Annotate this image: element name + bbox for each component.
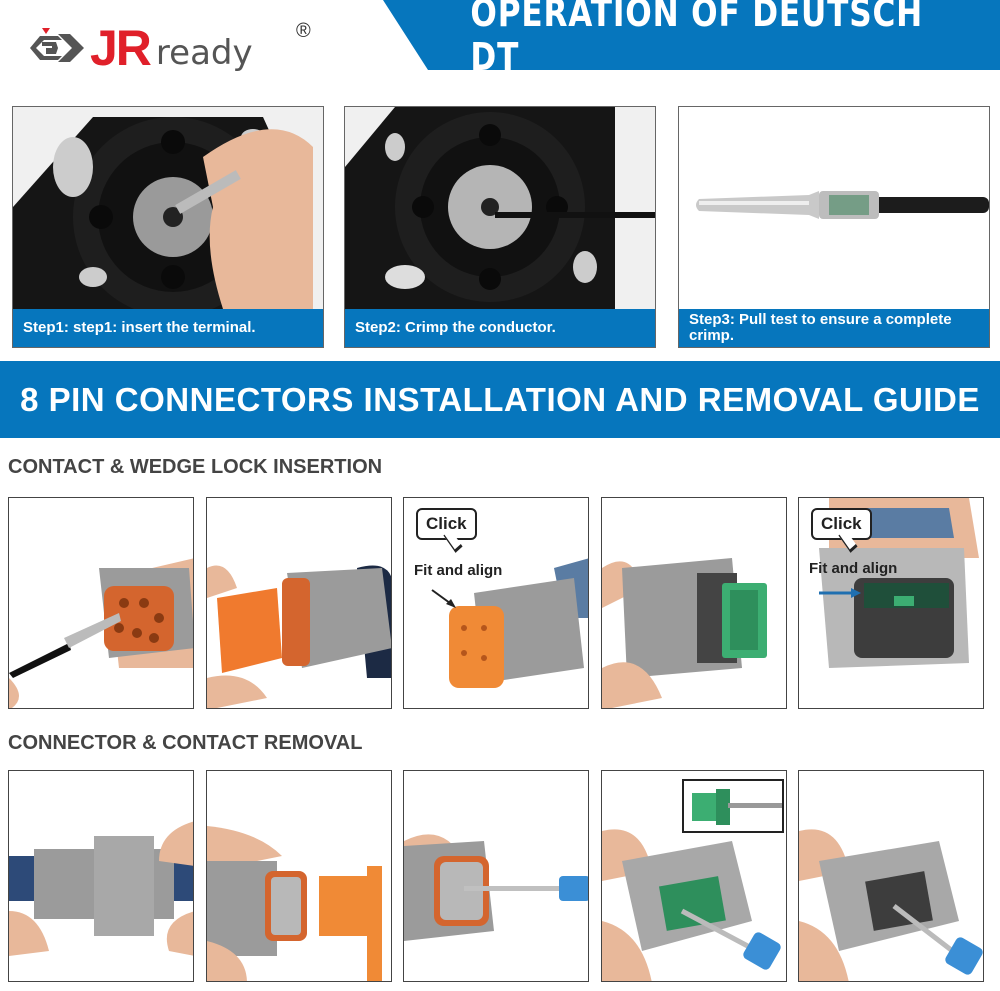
screwdriver-green-wedge-image — [602, 829, 781, 981]
step-panel-2: Step2: Crimp the conductor. — [344, 106, 656, 348]
step-caption: Step1: step1: insert the terminal. — [13, 309, 323, 347]
step-panel-3: Step3: Pull test to ensure a complete cr… — [678, 106, 990, 348]
crimped-pin-photo — [679, 107, 989, 309]
insertion-tile-2 — [206, 497, 392, 709]
fit-align-note: Fit and align — [809, 560, 898, 577]
insertion-tile-4 — [601, 497, 787, 709]
guide-banner: 8 PIN CONNECTORS INSTALLATION AND REMOVA… — [0, 361, 1000, 438]
click-callout: Click — [811, 508, 872, 540]
logo-mark-icon — [28, 26, 86, 70]
removal-heading: CONNECTOR & CONTACT REMOVAL — [8, 732, 363, 754]
screwdriver-extract-image — [799, 829, 983, 981]
fit-align-note: Fit and align — [414, 562, 503, 579]
brand-logo: JR ready ® — [28, 18, 311, 78]
logo-ready-text: ready — [155, 33, 253, 73]
wedge-seated-image — [431, 558, 588, 688]
removal-tile-5 — [798, 770, 984, 982]
removal-tile-4 — [601, 770, 787, 982]
crimper-wire-photo — [345, 107, 655, 309]
green-wedge-inset — [682, 779, 784, 833]
header-banner — [383, 0, 1000, 70]
insertion-tile-1 — [8, 497, 194, 709]
removal-tile-3 — [403, 770, 589, 982]
insertion-heading: CONTACT & WEDGE LOCK INSERTION — [8, 456, 383, 478]
step-caption: Step2: Crimp the conductor. — [345, 309, 655, 347]
screwdriver-release-image — [404, 834, 588, 941]
removal-tile-2 — [206, 770, 392, 982]
wedge-lock-insertion-image — [207, 565, 391, 708]
crimper-photo — [13, 107, 323, 317]
step-caption: Step3: Pull test to ensure a complete cr… — [679, 309, 989, 347]
insertion-tile-5: Click Fit and align — [798, 497, 984, 709]
removing-wedge-image — [207, 826, 382, 981]
contact-insertion-image — [9, 558, 193, 708]
logo-jr-text: JR — [90, 20, 152, 76]
registered-mark: ® — [296, 20, 311, 42]
removal-tile-1 — [8, 770, 194, 982]
green-wedge-plug-image — [602, 558, 767, 708]
step-panel-1: Step1: step1: insert the terminal. — [12, 106, 324, 348]
mated-connectors-image — [9, 821, 193, 956]
click-callout: Click — [416, 508, 477, 540]
guide-title: 8 PIN CONNECTORS INSTALLATION AND REMOVA… — [20, 380, 980, 418]
page-title: OPERATION OF DEUTSCH DT — [470, 0, 924, 79]
insertion-tile-3: Click Fit and align — [403, 497, 589, 709]
